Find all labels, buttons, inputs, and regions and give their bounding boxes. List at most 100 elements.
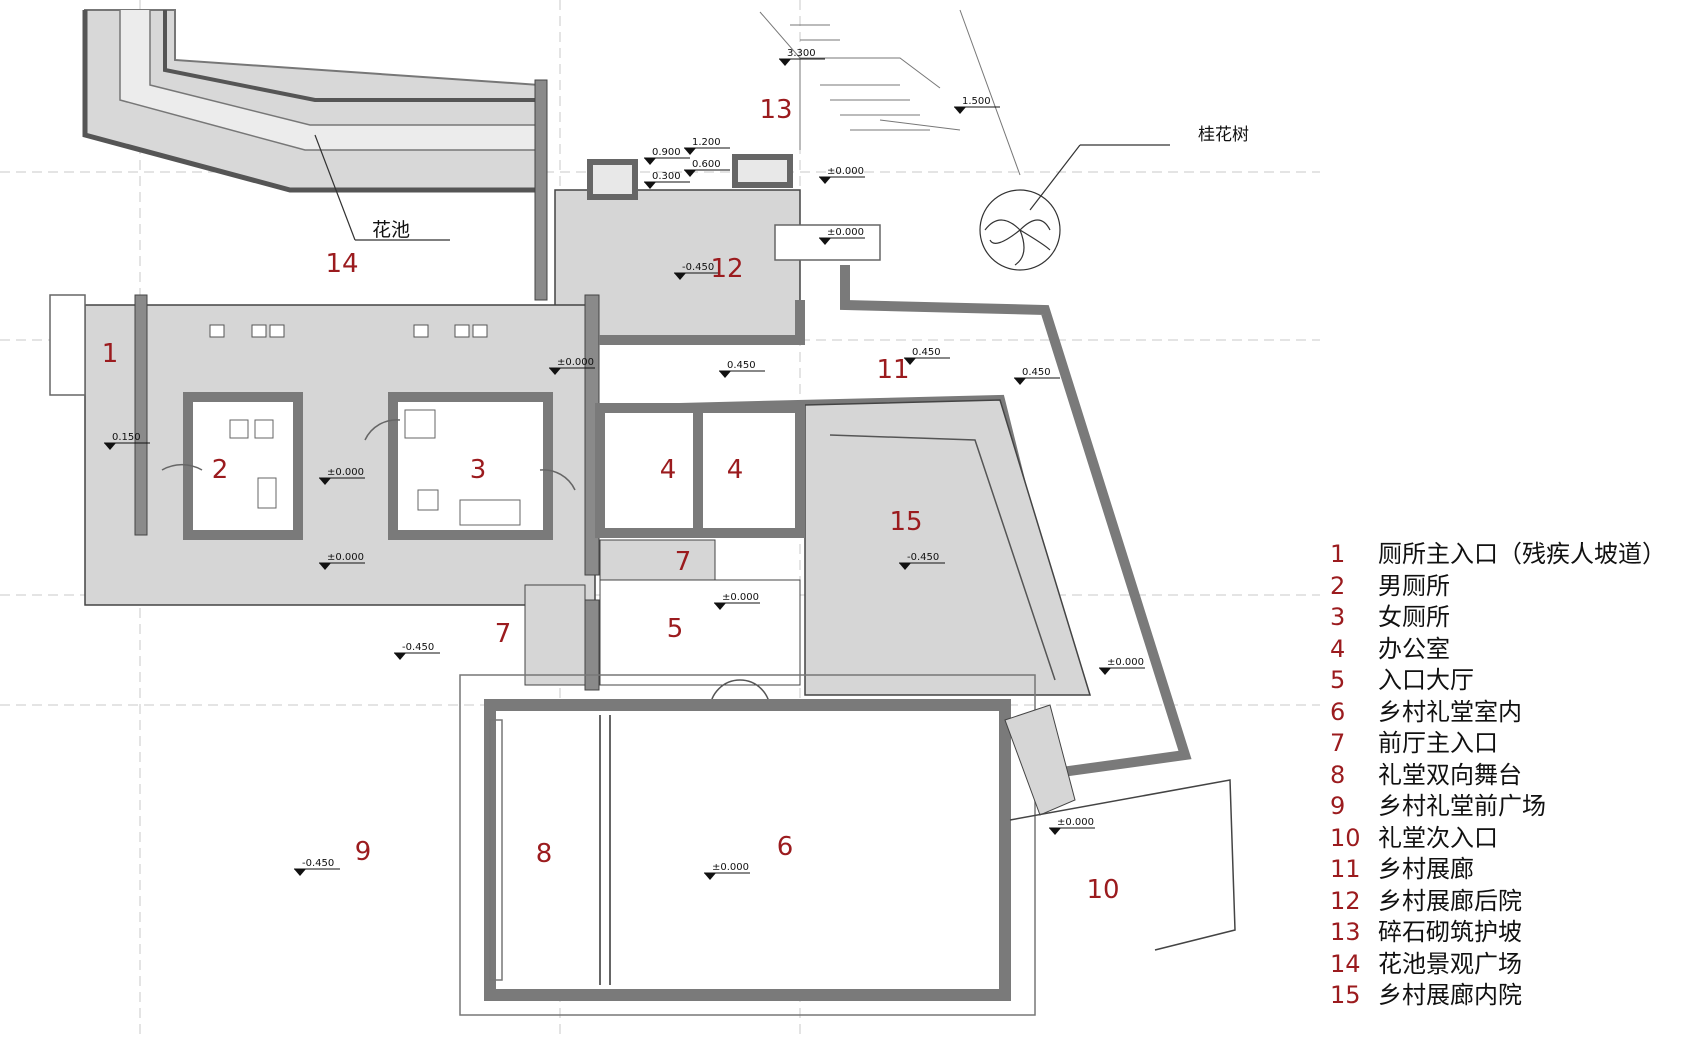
elevation-value: ±0.000	[1107, 657, 1144, 668]
legend-number: 1	[1330, 540, 1346, 568]
room-number-r5: 5	[667, 614, 684, 644]
offices	[595, 403, 805, 538]
elevation-triangle-icon	[1049, 828, 1061, 835]
room-number-r7b: 7	[495, 619, 512, 649]
legend-item: 7 前厅主入口	[1330, 728, 1690, 760]
elevation-marker-e20: ±0.000	[1099, 657, 1145, 675]
elevation-triangle-icon	[294, 869, 306, 876]
room-number-r1: 1	[102, 339, 119, 369]
elevation-value: 0.900	[652, 147, 681, 158]
room-number-r14: 14	[325, 249, 358, 279]
room-number-r3: 3	[470, 455, 487, 485]
elevation-value: 0.450	[1022, 367, 1051, 378]
room-number-r4a: 4	[660, 455, 677, 485]
elevation-triangle-icon	[319, 478, 331, 485]
osmanthus-label: 桂花树	[1198, 125, 1249, 145]
elevation-value: 1.200	[692, 137, 721, 148]
tree-symbol	[979, 144, 1170, 271]
elevation-value: ±0.000	[827, 227, 864, 238]
room-number-r13: 13	[759, 95, 792, 125]
foyer-7	[599, 539, 716, 581]
auditorium	[459, 674, 1036, 1016]
elevation-marker-e16: ±0.000	[319, 552, 365, 570]
entrance-7-ramp	[524, 584, 586, 686]
elevation-value: 0.150	[112, 432, 141, 443]
room-3-box	[364, 392, 576, 540]
legend-label: 碎石砌筑护坡	[1378, 918, 1522, 946]
elevation-marker-e21: ±0.000	[1049, 817, 1095, 835]
legend-item: 15 乡村展廊内院	[1330, 980, 1690, 1012]
legend-label: 花池景观广场	[1378, 949, 1522, 978]
legend-number: 8	[1330, 760, 1346, 789]
elevation-marker-e14: 0.150	[104, 432, 150, 450]
elevation-value: 0.450	[912, 347, 941, 358]
room-number-r9: 9	[355, 837, 372, 867]
elevation-marker-e1: 3.300	[779, 48, 825, 66]
legend-number: 11	[1330, 855, 1361, 883]
elevation-value: ±0.000	[557, 357, 594, 368]
room-number-r12: 12	[710, 254, 743, 284]
elevation-marker-e10: ±0.000	[549, 357, 595, 375]
elevation-triangle-icon	[674, 273, 686, 280]
room-number-r2: 2	[212, 455, 229, 485]
elevation-value: ±0.000	[327, 467, 364, 478]
elevation-triangle-icon	[684, 148, 696, 155]
legend-label: 入口大厅	[1378, 666, 1474, 694]
room-number-r11: 11	[876, 355, 909, 385]
legend-label: 乡村展廊内院	[1378, 981, 1522, 1009]
elevation-value: 1.500	[962, 96, 991, 107]
elevation-marker-e2: 1.500	[954, 96, 1000, 114]
elevation-triangle-icon	[1014, 378, 1026, 385]
room-number-r4b: 4	[727, 455, 744, 485]
inner-court-line	[829, 434, 1056, 681]
legend-label: 乡村礼堂前广场	[1378, 792, 1546, 820]
courtyard-15	[804, 399, 1092, 696]
legend-label: 礼堂次入口	[1378, 823, 1498, 852]
legend-label: 女厕所	[1378, 603, 1450, 631]
elevation-triangle-icon	[394, 653, 406, 660]
elevation-triangle-icon	[904, 358, 916, 365]
legend-label: 前厅主入口	[1378, 729, 1498, 757]
elevation-marker-e8: ±0.000	[819, 227, 865, 245]
elevation-marker-e6: 0.300	[644, 171, 690, 189]
legend-label: 办公室	[1378, 634, 1450, 663]
elevation-value: ±0.000	[327, 552, 364, 563]
elevation-value: -0.450	[907, 552, 939, 563]
elevation-triangle-icon	[644, 182, 656, 189]
elevation-value: 0.450	[727, 360, 756, 371]
elevation-triangle-icon	[549, 368, 561, 375]
planter-right	[732, 154, 793, 188]
elevation-value: -0.450	[402, 642, 434, 653]
legend-number: 15	[1330, 981, 1361, 1009]
elevation-marker-e3: 1.200	[684, 137, 730, 155]
legend-number: 7	[1330, 729, 1346, 757]
elevation-value: ±0.000	[712, 862, 749, 873]
legend-number: 12	[1330, 886, 1361, 915]
flower-bed-leader	[314, 134, 450, 241]
flower-bed-label: 花池	[372, 219, 410, 241]
room-number-r8: 8	[536, 839, 553, 869]
elevation-value: 0.600	[692, 159, 721, 170]
elevation-value: -0.450	[302, 858, 334, 869]
legend-number: 5	[1330, 666, 1346, 694]
flower-bed	[82, 9, 541, 193]
legend-label: 男厕所	[1378, 571, 1450, 600]
elevation-marker-e11: 0.450	[719, 360, 765, 378]
room-number-r6: 6	[777, 832, 794, 862]
room-number-r10: 10	[1086, 875, 1119, 905]
room-2-box	[161, 392, 303, 540]
elevation-marker-e17: ±0.000	[714, 592, 760, 610]
